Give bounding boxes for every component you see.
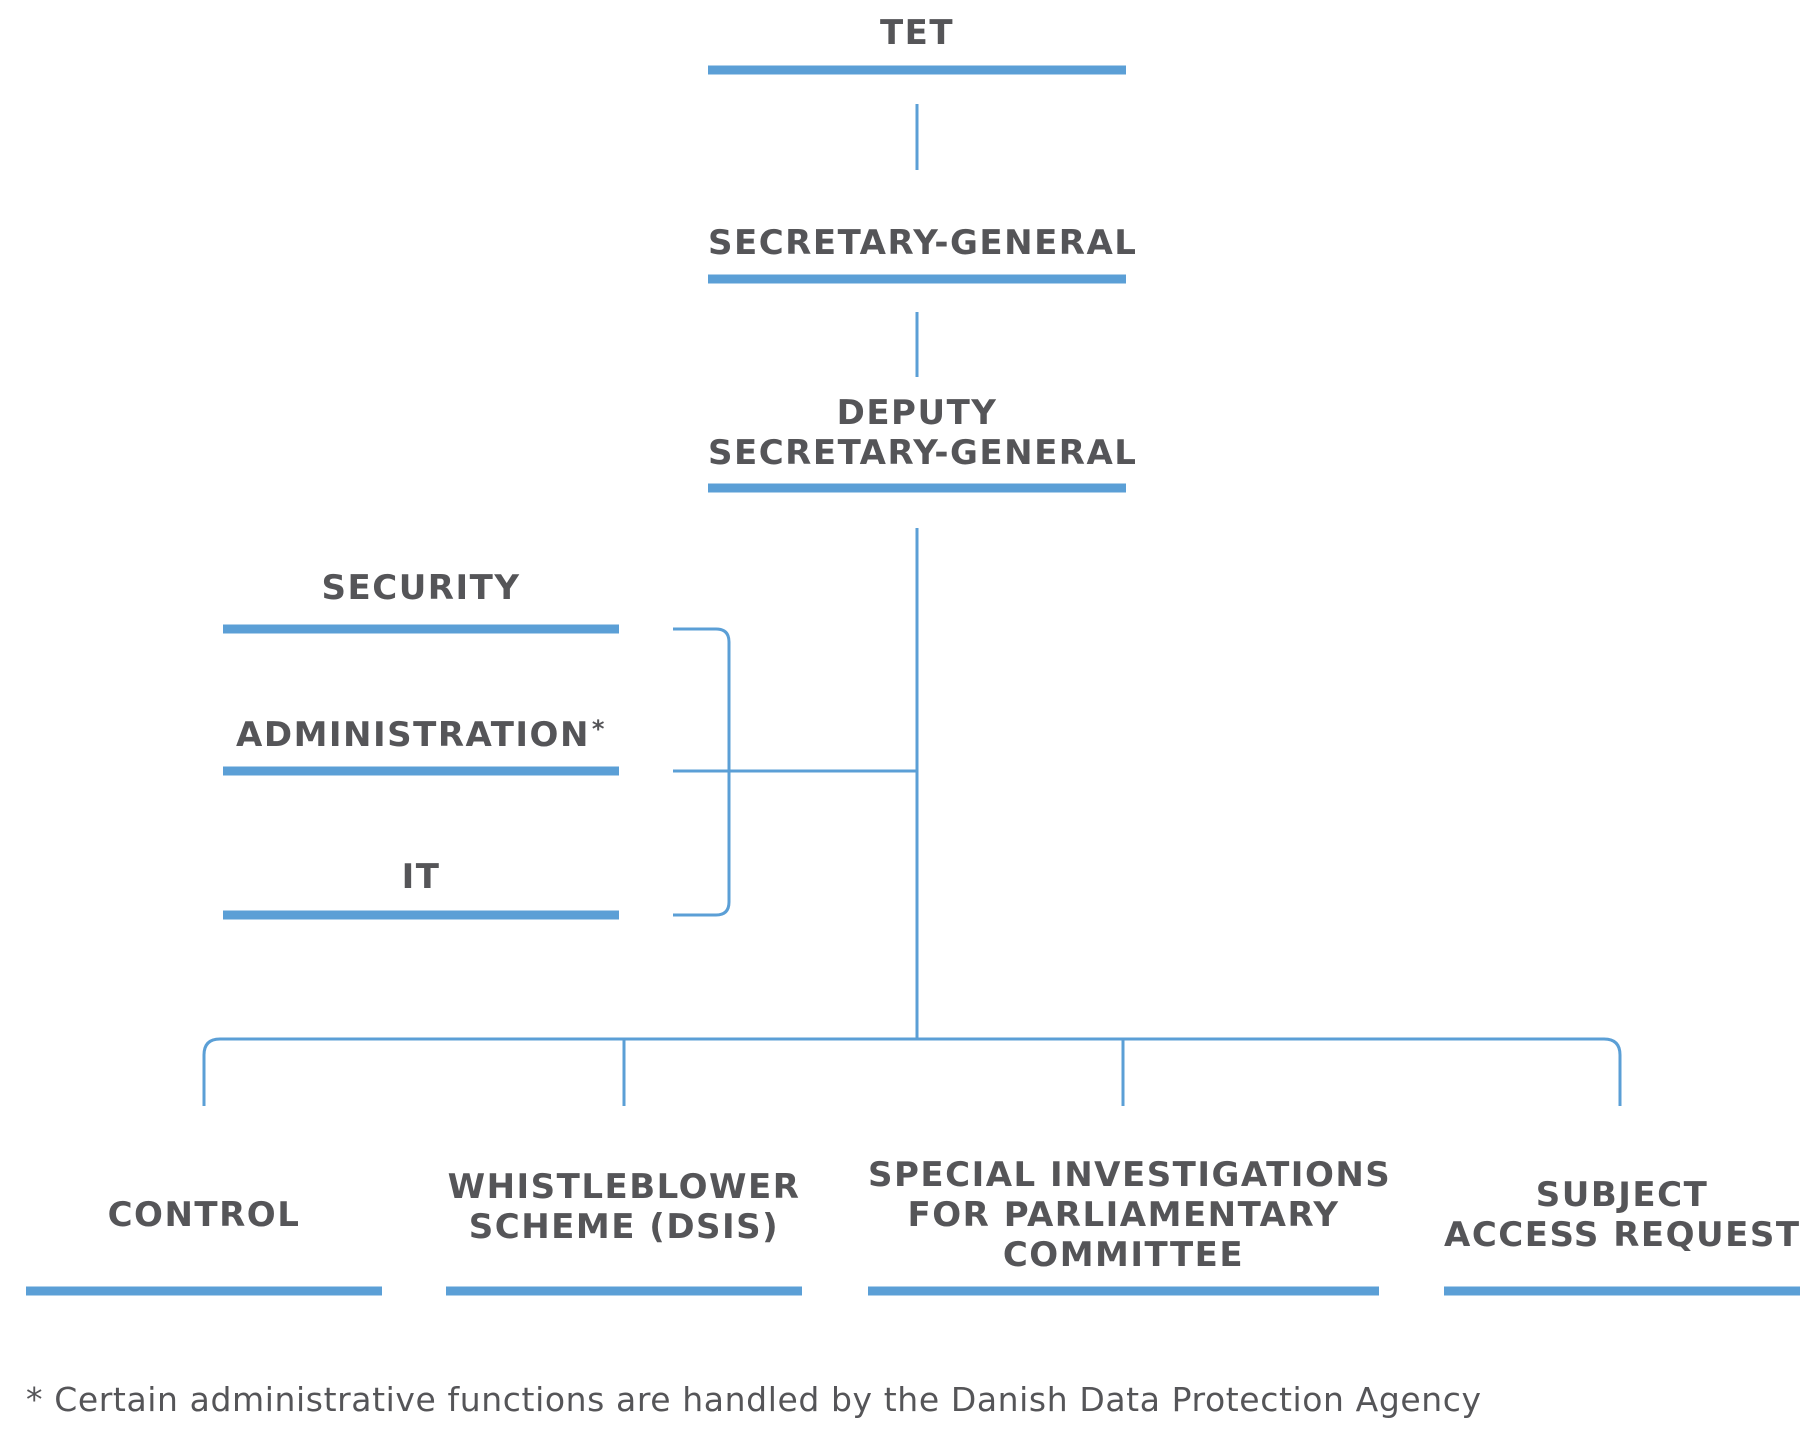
connector-lines (202, 104, 1622, 1106)
node-underlines (26, 65, 1800, 1296)
node-it: IT (401, 857, 441, 897)
node-secretary-general: SECRETARY-GENERAL (708, 223, 1138, 263)
footnote: * Certain administrative functions are h… (26, 1380, 1482, 1419)
bottom-distribution-bar (202, 1037, 1622, 1106)
node-special-investigations: SPECIAL INVESTIGATIONS FOR PARLIAMENTARY… (868, 1155, 1392, 1275)
node-security: SECURITY (321, 568, 521, 608)
node-control: CONTROL (107, 1195, 301, 1235)
node-tet: TET (879, 13, 955, 53)
node-administration: ADMINISTRATION* (236, 715, 606, 755)
node-subject-access-request: SUBJECT ACCESS REQUEST (1444, 1175, 1801, 1255)
node-whistleblower-scheme: WHISTLEBLOWER SCHEME (DSIS) (447, 1167, 801, 1247)
footnote-marker: * (591, 715, 606, 743)
node-deputy-secretary-general: DEPUTY SECRETARY-GENERAL (708, 393, 1138, 473)
